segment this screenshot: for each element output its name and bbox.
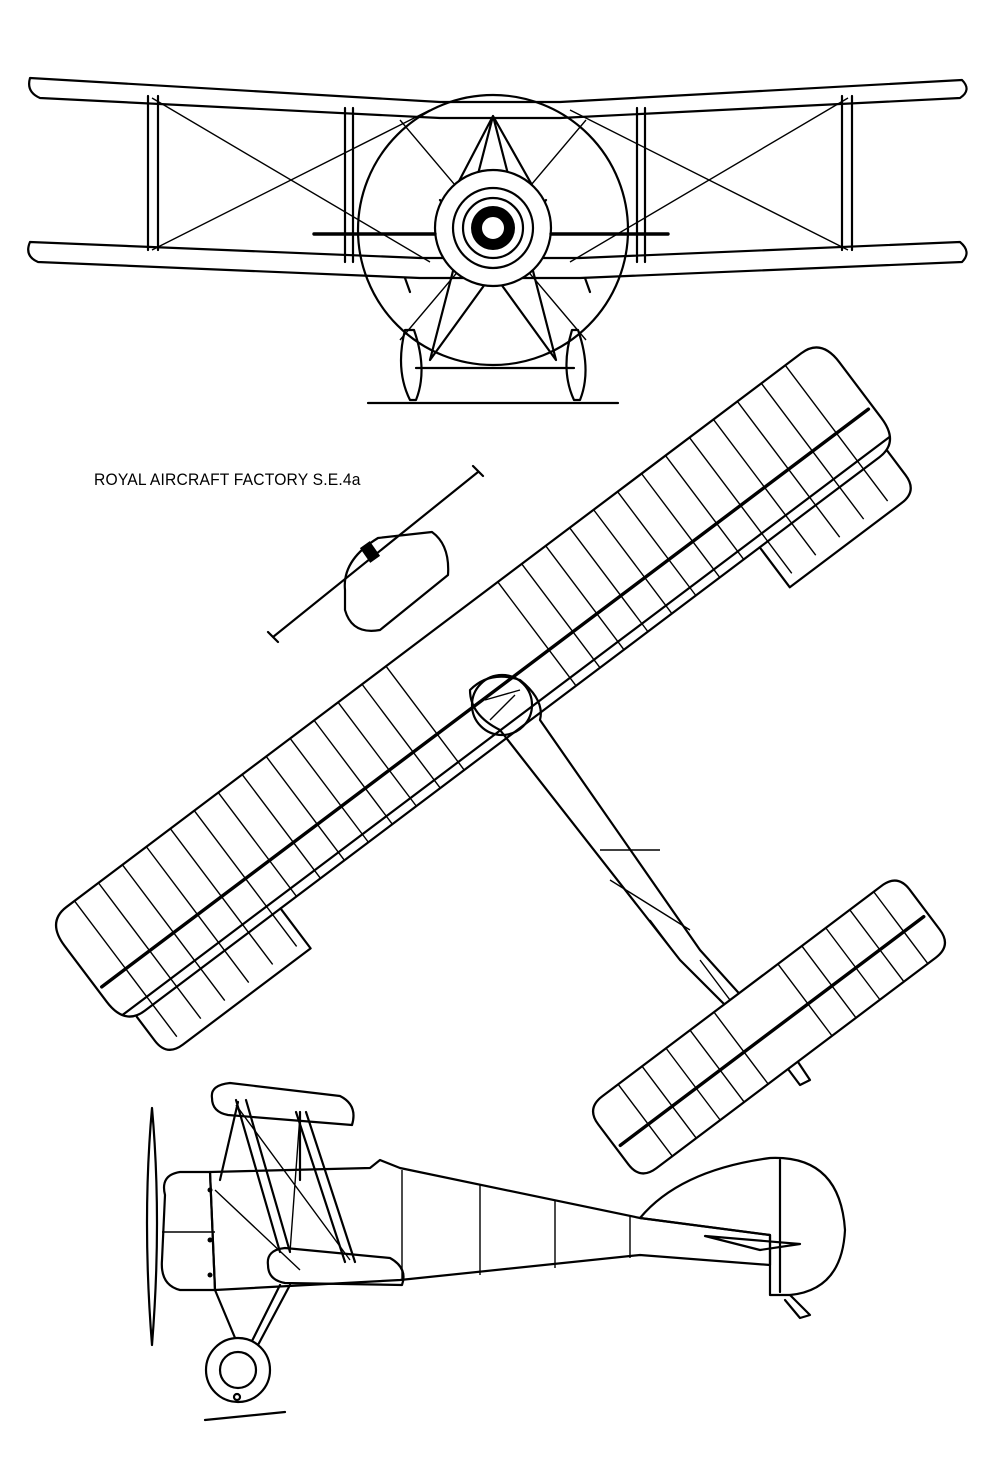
side-fin-rudder	[638, 1156, 847, 1297]
side-struts	[218, 1098, 357, 1264]
plan-tailplane	[592, 879, 946, 1175]
plan-fuselage	[468, 675, 792, 1062]
front-struts	[146, 94, 854, 264]
side-view	[145, 1081, 847, 1422]
propeller-disc	[356, 93, 630, 367]
side-lower-wing	[266, 1246, 405, 1287]
plan-wing-ribs	[73, 364, 889, 1038]
side-upper-wing	[210, 1081, 355, 1127]
plan-cockpit	[470, 673, 534, 737]
front-upper-wing	[28, 76, 968, 120]
side-propeller	[145, 1106, 159, 1347]
front-bracing-wires	[151, 97, 849, 263]
plan-upper-wing	[54, 346, 892, 1018]
side-wheel	[204, 1336, 272, 1404]
side-undercarriage	[213, 1283, 292, 1347]
plan-wing-spar	[100, 407, 871, 989]
front-lower-wing	[27, 240, 968, 280]
front-view	[27, 76, 968, 405]
side-cowling	[160, 1170, 217, 1292]
front-undercarriage	[399, 328, 587, 402]
drawing-title: ROYAL AIRCRAFT FACTORY S.E.4a	[94, 470, 361, 489]
plan-view	[54, 346, 946, 1175]
